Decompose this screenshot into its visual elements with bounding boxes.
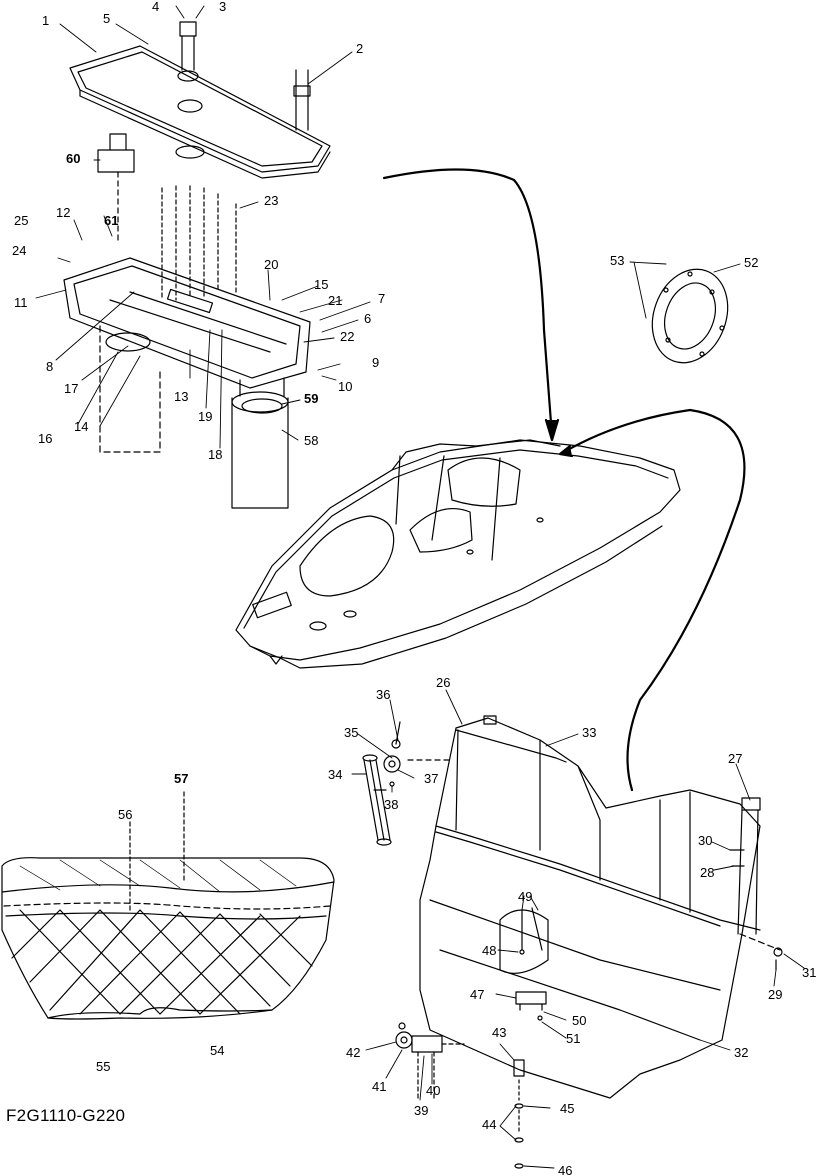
- callout-25: 25: [14, 213, 29, 228]
- bracket-part-60: [97, 133, 135, 241]
- callout-37: 37: [424, 771, 439, 786]
- callout-12: 12: [56, 205, 71, 220]
- callout-17: 17: [64, 381, 79, 396]
- callout-59: 59: [304, 391, 319, 406]
- callout-10: 10: [338, 379, 353, 394]
- boat-hull-overview: [235, 439, 681, 669]
- callout-9: 9: [372, 355, 380, 370]
- vent-ring-part-52: [651, 268, 729, 364]
- callout-21: 21: [328, 293, 343, 308]
- callout-16: 16: [38, 431, 53, 446]
- callout-39: 39: [414, 1103, 429, 1118]
- hinge-bracket-part-37: [383, 721, 453, 787]
- callout-40: 40: [426, 1083, 441, 1098]
- callout-46: 46: [558, 1163, 573, 1176]
- callout-34: 34: [328, 767, 343, 782]
- callout-60: 60: [66, 151, 81, 166]
- callout-6: 6: [364, 311, 372, 326]
- seat-cushion-part-55: [1, 791, 335, 1020]
- callout-18: 18: [208, 447, 223, 462]
- callout-57: 57: [174, 771, 189, 786]
- callout-54: 54: [210, 1043, 225, 1058]
- storage-tray-part-11: [63, 257, 311, 509]
- callout-38: 38: [384, 797, 399, 812]
- callout-7: 7: [378, 291, 386, 306]
- callout-20: 20: [264, 257, 279, 272]
- figure-code: F2G1110-G220: [6, 1106, 126, 1125]
- callout-53: 53: [610, 253, 625, 268]
- callout-2: 2: [356, 41, 364, 56]
- callout-leader-lines: [35, 5, 805, 1169]
- callout-5: 5: [103, 11, 111, 26]
- callout-24: 24: [12, 243, 27, 258]
- callout-51: 51: [566, 1031, 581, 1046]
- callout-49: 49: [518, 889, 533, 904]
- callout-31: 31: [802, 965, 816, 980]
- hinge-part-39: [395, 1022, 465, 1101]
- storage-bin-part-32: [419, 715, 761, 1099]
- callout-36: 36: [376, 687, 391, 702]
- callout-26: 26: [436, 675, 451, 690]
- callout-52: 52: [744, 255, 759, 270]
- hatch-cover-part-1: [69, 21, 331, 179]
- callout-19: 19: [198, 409, 213, 424]
- callout-55: 55: [96, 1059, 111, 1074]
- gas-spring-part-34: [362, 754, 392, 846]
- callout-41: 41: [372, 1079, 387, 1094]
- callout-44: 44: [482, 1117, 497, 1132]
- reference-leader-curves: [382, 168, 746, 792]
- callout-13: 13: [174, 389, 189, 404]
- callout-1: 1: [42, 13, 50, 28]
- callout-32: 32: [734, 1045, 749, 1060]
- callout-35: 35: [344, 725, 359, 740]
- callout-48: 48: [482, 943, 497, 958]
- callout-30: 30: [698, 833, 713, 848]
- latch-post-part-27: [729, 797, 783, 971]
- callout-27: 27: [728, 751, 743, 766]
- callout-42: 42: [346, 1045, 361, 1060]
- bolt-set-part-44: [513, 1059, 525, 1169]
- callout-56: 56: [118, 807, 133, 822]
- callout-23: 23: [264, 193, 279, 208]
- callout-47: 47: [470, 987, 485, 1002]
- callout-58: 58: [304, 433, 319, 448]
- callout-11: 11: [14, 295, 28, 310]
- screw-set-part-23: [161, 185, 237, 301]
- callout-61: 61: [104, 213, 119, 228]
- callout-8: 8: [46, 359, 54, 374]
- callout-4: 4: [152, 0, 160, 14]
- callout-14: 14: [74, 419, 89, 434]
- callout-22: 22: [340, 329, 355, 344]
- callout-45: 45: [560, 1101, 575, 1116]
- callout-43: 43: [492, 1025, 507, 1040]
- callout-29: 29: [768, 987, 783, 1002]
- callout-15: 15: [314, 277, 329, 292]
- callout-28: 28: [700, 865, 715, 880]
- callout-50: 50: [572, 1013, 587, 1028]
- callout-33: 33: [582, 725, 597, 740]
- callout-3: 3: [219, 0, 227, 14]
